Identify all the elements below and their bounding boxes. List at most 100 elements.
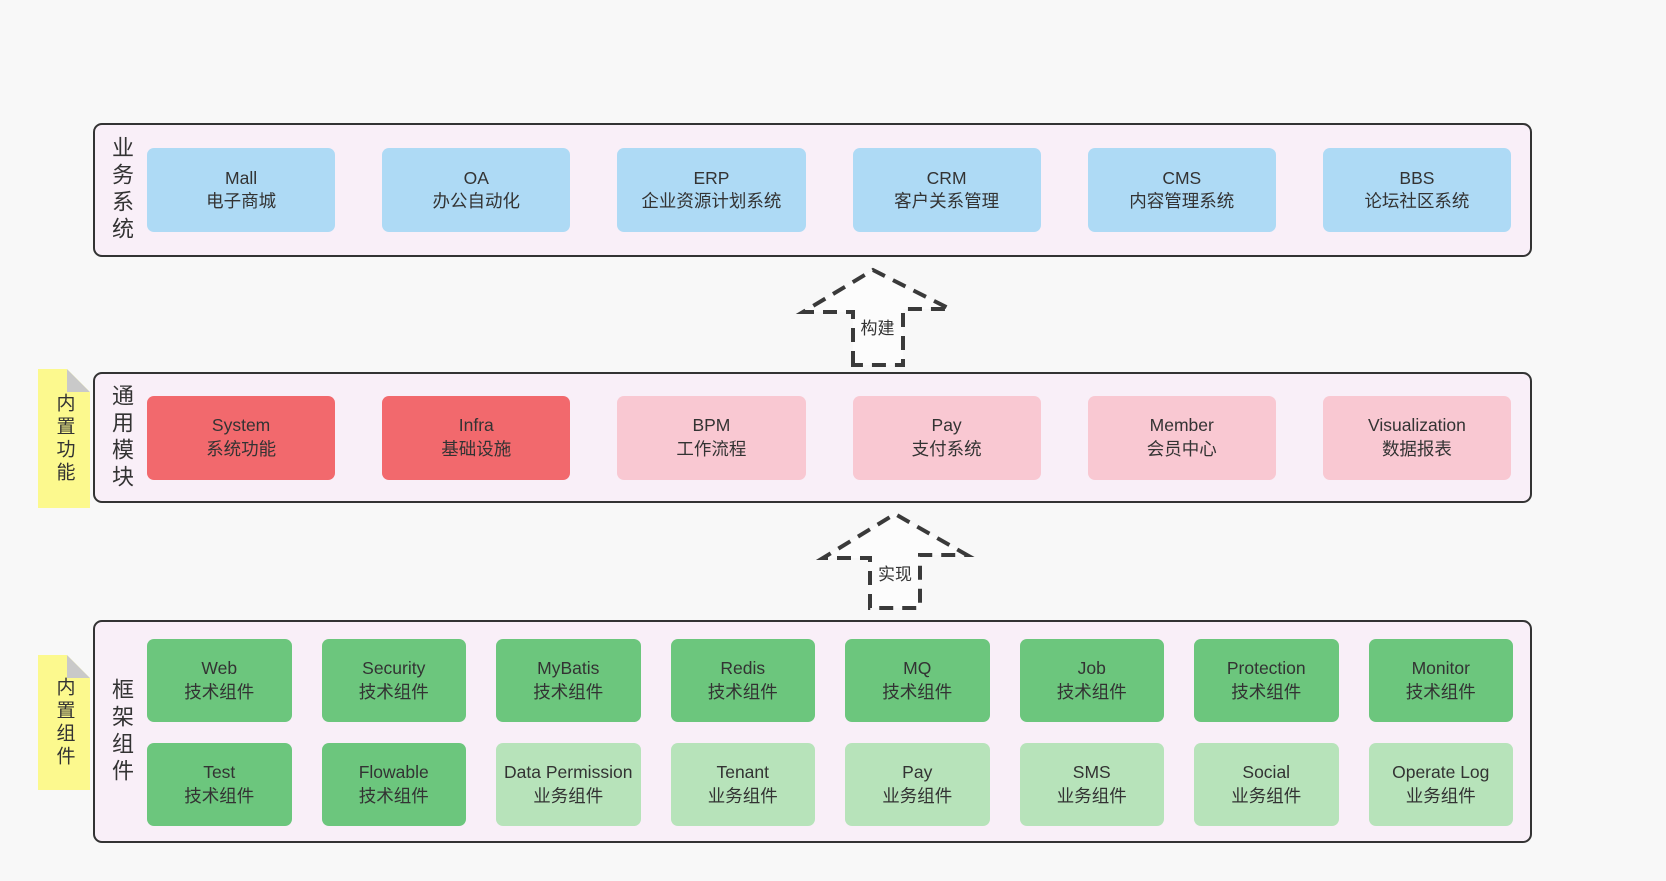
- box-title: Infra: [458, 415, 494, 436]
- box-subtitle: 业务组件: [1405, 785, 1476, 806]
- framework-components-grid: Web 技术组件 Security 技术组件 MyBatis 技术组件 Redi…: [147, 622, 1530, 841]
- box-title: Pay: [931, 415, 962, 436]
- box-title: BBS: [1399, 167, 1435, 188]
- box-cms: CMS 内容管理系统: [1087, 148, 1276, 232]
- implement-arrow-label: 实现: [815, 560, 975, 585]
- box-infra: Infra 基础设施: [382, 395, 571, 480]
- box-subtitle: 工作流程: [676, 438, 747, 459]
- box-subtitle: 客户关系管理: [894, 191, 1000, 211]
- box-title: OA: [463, 167, 489, 188]
- box-title: Test: [203, 762, 236, 783]
- box-mq: MQ 技术组件: [845, 639, 990, 722]
- box-subtitle: 系统功能: [206, 438, 277, 459]
- box-monitor: Monitor 技术组件: [1368, 639, 1513, 722]
- box-title: BPM: [692, 415, 731, 436]
- box-subtitle: 业务组件: [1056, 785, 1127, 806]
- box-subtitle: 业务组件: [707, 785, 778, 806]
- common-modules-label: 通用模块: [109, 383, 134, 492]
- box-data-permission: Data Permission 业务组件: [496, 743, 641, 826]
- sticky-note-builtin-components: 内置组件: [38, 655, 90, 790]
- box-system: System 系统功能: [147, 395, 336, 480]
- box-title: MyBatis: [537, 658, 600, 679]
- box-title: Job: [1077, 658, 1106, 679]
- box-subtitle: 技术组件: [882, 681, 953, 702]
- sticky-note-text: 内置组件: [53, 676, 75, 769]
- box-title: Mall: [225, 167, 258, 188]
- box-pay-component: Pay 业务组件: [845, 743, 990, 826]
- box-subtitle: 技术组件: [1405, 681, 1476, 702]
- box-oa: OA 办公自动化: [382, 148, 571, 232]
- box-title: Monitor: [1411, 658, 1470, 679]
- box-subtitle: 技术组件: [1056, 681, 1127, 702]
- box-title: Protection: [1226, 658, 1306, 679]
- box-test: Test 技术组件: [147, 743, 292, 826]
- box-subtitle: 业务组件: [1231, 785, 1302, 806]
- box-title: Redis: [720, 658, 766, 679]
- build-arrow: 构建: [795, 262, 960, 370]
- box-title: Member: [1149, 415, 1214, 436]
- box-title: Flowable: [358, 762, 429, 783]
- box-subtitle: 技术组件: [533, 681, 604, 702]
- box-subtitle: 基础设施: [441, 438, 512, 459]
- box-title: Security: [362, 658, 426, 679]
- box-bbs: BBS 论坛社区系统: [1322, 148, 1512, 232]
- sticky-note-text: 内置功能: [53, 392, 75, 485]
- business-systems-layer: 业务系统 Mall 电子商城 OA 办公自动化 ERP 企业资源计划系统 CRM…: [93, 123, 1532, 257]
- business-systems-row: Mall 电子商城 OA 办公自动化 ERP 企业资源计划系统 CRM 客户关系…: [147, 125, 1530, 255]
- box-title: Pay: [902, 762, 933, 783]
- box-social: Social 业务组件: [1194, 743, 1339, 826]
- box-subtitle: 支付系统: [911, 438, 982, 459]
- box-subtitle: 电子商城: [206, 191, 277, 211]
- box-title: SMS: [1072, 762, 1111, 783]
- box-title: Data Permission: [504, 762, 633, 783]
- box-title: Operate Log: [1392, 762, 1490, 783]
- box-redis: Redis 技术组件: [670, 639, 815, 722]
- box-crm: CRM 客户关系管理: [852, 148, 1041, 232]
- build-arrow-text: 构建: [858, 319, 897, 338]
- box-title: Social: [1242, 762, 1291, 783]
- box-subtitle: 技术组件: [184, 785, 255, 806]
- box-subtitle: 数据报表: [1381, 438, 1452, 459]
- dashed-up-arrow-icon: [815, 511, 975, 610]
- box-subtitle: 技术组件: [358, 785, 429, 806]
- box-subtitle: 办公自动化: [432, 191, 521, 211]
- box-subtitle: 企业资源计划系统: [641, 191, 782, 211]
- implement-arrow-text: 实现: [876, 565, 914, 584]
- box-title: System: [211, 415, 271, 436]
- box-title: ERP: [693, 167, 730, 188]
- box-subtitle: 内容管理系统: [1129, 191, 1235, 211]
- box-subtitle: 业务组件: [533, 785, 604, 806]
- sticky-note-builtin-features: 内置功能: [38, 369, 90, 508]
- implement-arrow: 实现: [815, 508, 975, 613]
- box-mall: Mall 电子商城: [147, 148, 336, 232]
- box-member: Member 会员中心: [1087, 395, 1276, 480]
- box-bpm: BPM 工作流程: [617, 395, 806, 480]
- box-pay-module: Pay 支付系统: [852, 395, 1041, 480]
- folded-corner-icon: [67, 369, 90, 392]
- box-visualization: Visualization 数据报表: [1322, 395, 1512, 480]
- box-job: Job 技术组件: [1019, 639, 1164, 722]
- box-subtitle: 业务组件: [882, 785, 953, 806]
- box-operate-log: Operate Log 业务组件: [1368, 743, 1513, 826]
- box-sms: SMS 业务组件: [1019, 743, 1164, 826]
- folded-corner-icon: [67, 655, 90, 678]
- box-protection: Protection 技术组件: [1194, 639, 1339, 722]
- box-mybatis: MyBatis 技术组件: [496, 639, 641, 722]
- box-web: Web 技术组件: [147, 639, 292, 722]
- box-title: Tenant: [716, 762, 770, 783]
- framework-components-label: 框架组件: [109, 677, 134, 786]
- box-subtitle: 技术组件: [358, 681, 429, 702]
- box-tenant: Tenant 业务组件: [670, 743, 815, 826]
- box-security: Security 技术组件: [321, 639, 466, 722]
- box-subtitle: 技术组件: [1231, 681, 1302, 702]
- build-arrow-label: 构建: [795, 314, 960, 339]
- box-subtitle: 技术组件: [707, 681, 778, 702]
- box-title: CMS: [1162, 167, 1202, 188]
- box-subtitle: 技术组件: [184, 681, 255, 702]
- box-subtitle: 会员中心: [1146, 438, 1217, 459]
- common-modules-row: System 系统功能 Infra 基础设施 BPM 工作流程 Pay 支付系统…: [147, 374, 1530, 501]
- box-title: MQ: [903, 658, 932, 679]
- box-erp: ERP 企业资源计划系统: [617, 148, 806, 232]
- box-title: CRM: [926, 167, 967, 188]
- box-flowable: Flowable 技术组件: [321, 743, 466, 826]
